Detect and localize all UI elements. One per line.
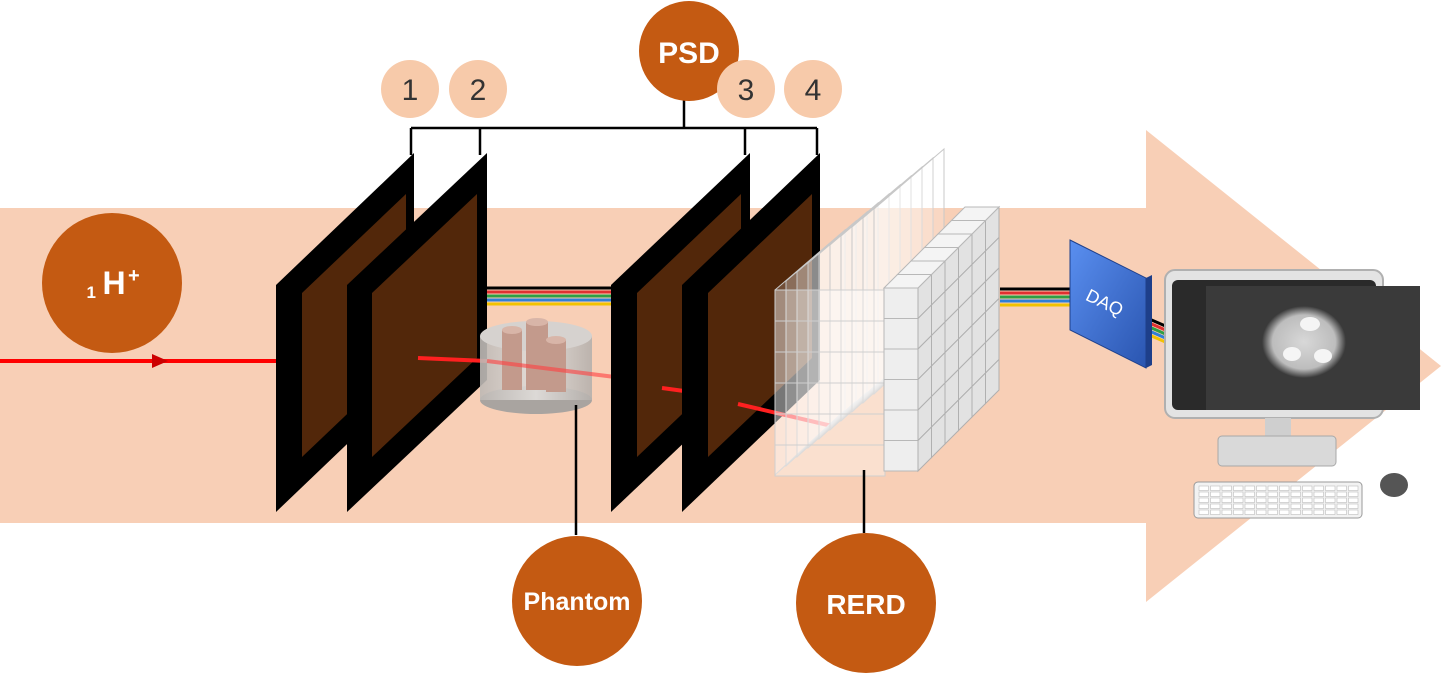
psd-number-3: 3	[717, 60, 775, 118]
phantom-object	[480, 318, 616, 414]
svg-text:3: 3	[738, 74, 755, 107]
svg-text:1: 1	[402, 74, 419, 107]
psd-number-2: 2	[449, 60, 507, 118]
svg-text:4: 4	[805, 74, 822, 107]
psd-number-1: 1	[381, 60, 439, 118]
computer-workstation	[1164, 269, 1420, 519]
rerd-label-text: RERD	[826, 589, 905, 620]
rerd-label: RERD	[796, 470, 936, 673]
psd-label: PSD	[639, 1, 739, 101]
psd-number-4: 4	[784, 60, 842, 118]
proton-track-2	[661, 386, 685, 393]
daq-box: DAQ	[1069, 239, 1152, 369]
psd-label-text: PSD	[658, 37, 720, 70]
proton-symbol: H	[102, 265, 125, 301]
psd-bracket	[409, 96, 819, 155]
proton-subscript: 1	[87, 283, 96, 302]
proton-superscript: +	[128, 265, 140, 287]
signal-cables-psd	[484, 286, 615, 306]
proton-track-1	[417, 356, 488, 363]
mouse	[1380, 473, 1408, 497]
phantom-label-text: Phantom	[524, 588, 631, 616]
incoming-beam	[0, 354, 278, 368]
proton-beam-label: 1 H +	[42, 213, 182, 353]
svg-text:2: 2	[470, 74, 487, 107]
keyboard	[1193, 481, 1363, 519]
psd-plane-4	[682, 153, 820, 512]
phantom-label: Phantom	[512, 405, 642, 666]
proton-track-3	[737, 402, 833, 428]
rerd-detector	[774, 147, 1001, 477]
psd-plane-2	[347, 153, 487, 512]
reconstructed-image	[1262, 306, 1346, 378]
